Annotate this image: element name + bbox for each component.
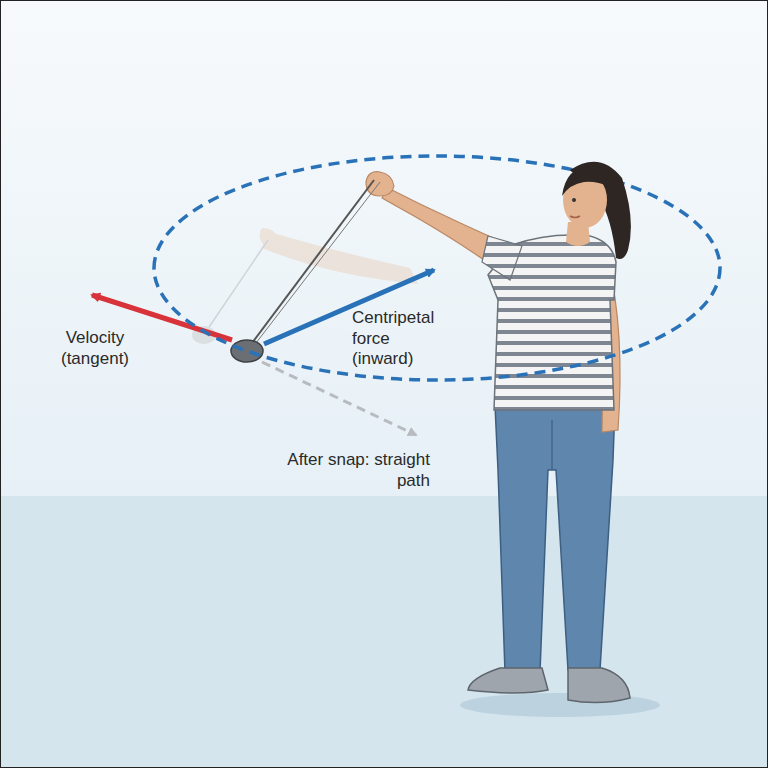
orbit-front bbox=[154, 268, 720, 380]
head bbox=[562, 162, 631, 259]
floor bbox=[0, 496, 768, 768]
centripetal-arrow bbox=[264, 270, 434, 344]
velocity-label: Velocity (tangent) bbox=[40, 328, 150, 369]
wall bbox=[0, 0, 768, 496]
jeans bbox=[495, 405, 615, 672]
centripetal-label: Centripetal force (inward) bbox=[352, 308, 452, 370]
stone bbox=[231, 340, 263, 362]
shoes bbox=[468, 668, 630, 703]
straight-path-label: After snap: straight path bbox=[270, 450, 430, 491]
sleeve bbox=[482, 236, 522, 280]
